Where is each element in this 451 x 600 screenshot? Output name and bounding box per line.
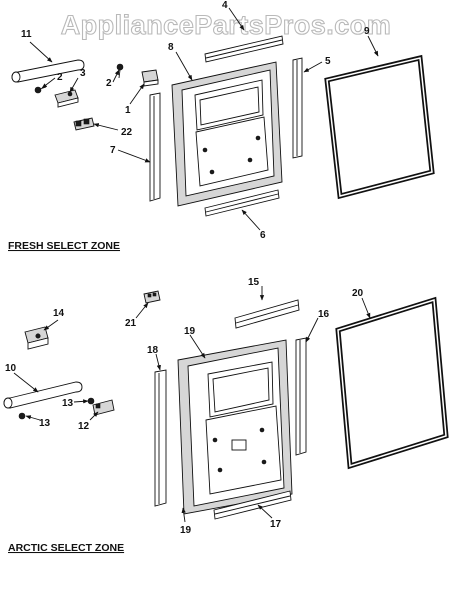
callout-6: 6	[260, 230, 266, 241]
callout-3: 3	[80, 68, 86, 79]
part-2-screw-left	[34, 86, 47, 94]
callout-7: 7	[110, 145, 116, 156]
callout-21: 21	[125, 318, 137, 329]
callout-19-top: 19	[184, 326, 196, 337]
part-17-trim-bottom	[213, 490, 292, 520]
part-21-stop	[143, 290, 161, 304]
section-title-fresh: FRESH SELECT ZONE	[8, 240, 120, 252]
callout-15: 15	[248, 277, 260, 288]
part-10-rod	[3, 381, 83, 409]
callout-10: 10	[5, 363, 17, 374]
part-11-rod	[11, 59, 85, 83]
part-5-trim-right	[292, 57, 303, 159]
part-18-trim-left	[154, 369, 167, 507]
part-19-door-panel	[177, 339, 293, 515]
part-13-screw-lower	[18, 412, 26, 420]
callout-20: 20	[352, 288, 364, 299]
callout-16: 16	[318, 309, 330, 320]
section-title-arctic: ARCTIC SELECT ZONE	[8, 542, 124, 554]
part-7-trim-left	[149, 92, 161, 202]
part-6-trim-bottom	[204, 189, 280, 217]
callout-13-lower: 13	[39, 418, 51, 429]
callout-1: 1	[125, 105, 131, 116]
callout-2-right: 2	[106, 78, 112, 89]
callout-4: 4	[222, 0, 228, 11]
callout-17: 17	[270, 519, 282, 530]
callout-12: 12	[78, 421, 90, 432]
part-12-hinge	[92, 399, 115, 416]
arctic-zone-group: 14 10 13 13 12 21 15 16 18 19 19 17 20 A…	[3, 277, 449, 554]
part-22-hinge-assembly	[73, 117, 95, 131]
part-1-stop	[141, 69, 159, 87]
part-2-screw-right	[116, 63, 124, 79]
part-8-door-panel	[171, 61, 283, 207]
fresh-zone-group: 11 2 3 2 1 22 7 8 4 5 6 9 FRESH SELECT Z…	[8, 0, 435, 252]
callout-13-upper: 13	[62, 398, 74, 409]
part-9-gasket	[324, 54, 435, 200]
callout-22: 22	[121, 127, 133, 138]
part-14-hinge	[24, 326, 49, 350]
callout-8: 8	[168, 42, 174, 53]
part-13-screw-upper	[87, 397, 95, 405]
callout-14: 14	[53, 308, 65, 319]
part-4-trim-top	[204, 35, 284, 63]
part-15-trim-top	[234, 299, 300, 329]
callout-19-bottom: 19	[180, 525, 192, 536]
part-3-hinge	[54, 89, 79, 108]
part-20-gasket	[335, 296, 449, 470]
callout-2-left: 2	[57, 72, 63, 83]
part-16-trim-right	[295, 337, 307, 456]
watermark-text: AppliancePartsPros.com	[61, 10, 392, 40]
callout-18: 18	[147, 345, 159, 356]
callout-9: 9	[364, 26, 370, 37]
callout-5: 5	[325, 56, 331, 67]
callout-11: 11	[21, 29, 32, 40]
